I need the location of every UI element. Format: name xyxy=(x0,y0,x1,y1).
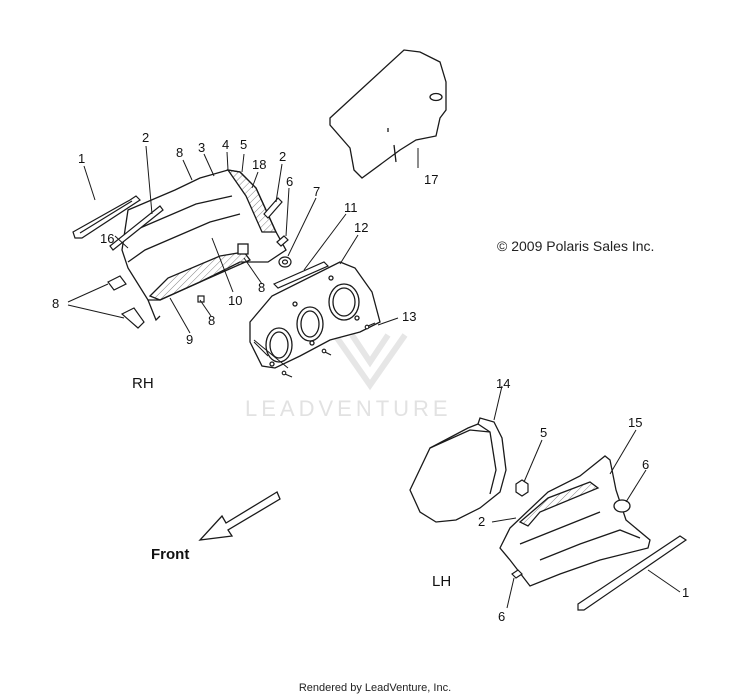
part-8-clips xyxy=(107,275,205,329)
callout: 14 xyxy=(496,376,510,391)
callout: 1 xyxy=(682,585,689,600)
callout: 13 xyxy=(402,309,416,324)
part-6-fastener-rh xyxy=(276,235,289,247)
callout: 6 xyxy=(498,609,505,624)
callout: 12 xyxy=(354,220,368,235)
callout: 8 xyxy=(52,296,59,311)
callout: 7 xyxy=(313,184,320,199)
callout: 6 xyxy=(286,174,293,189)
front-arrow xyxy=(198,491,281,541)
callout: 9 xyxy=(186,332,193,347)
part-5-nut-lh xyxy=(515,479,529,497)
callout: 15 xyxy=(628,415,642,430)
callout: 8 xyxy=(258,280,265,295)
footer-credit: Rendered by LeadVenture, Inc. xyxy=(298,682,452,694)
rh-dash-housing xyxy=(121,169,287,322)
callouts-rh: 1 2 8 3 4 5 18 2 6 7 11 12 16 10 8 8 9 1… xyxy=(52,130,416,347)
callout: 8 xyxy=(176,145,183,160)
front-label: Front xyxy=(151,546,190,563)
callout: 10 xyxy=(228,293,242,308)
callout: 1 xyxy=(78,151,85,166)
rh-label: RH xyxy=(132,375,154,392)
part-1-rh-trim-strip xyxy=(72,195,141,239)
callout: 2 xyxy=(478,514,485,529)
part-14-lh-cover xyxy=(409,417,507,523)
copyright-notice: © 2009 Polaris Sales Inc. xyxy=(497,238,655,254)
callout: 17 xyxy=(424,172,438,187)
callout: 6 xyxy=(642,457,649,472)
part-13-screws xyxy=(281,322,376,378)
part-2-rh-rods xyxy=(109,197,283,251)
part-6-fastener-lh xyxy=(511,569,523,579)
part-12-gauge-bezel xyxy=(249,261,381,369)
leader-lines xyxy=(67,145,681,609)
part-1-lh-trim-strip xyxy=(577,535,688,611)
callouts-top: 17 xyxy=(424,172,438,187)
callout: 2 xyxy=(142,130,149,145)
callout: 4 xyxy=(222,137,229,152)
part-17-cover-panel xyxy=(329,49,447,179)
callout: 16 xyxy=(100,231,114,246)
callouts-lh: 14 5 15 6 2 1 6 xyxy=(478,376,689,624)
lh-dash-housing xyxy=(499,455,651,587)
watermark-text: LEADVENTURE xyxy=(245,396,452,421)
lh-label: LH xyxy=(432,573,451,590)
callout: 8 xyxy=(208,313,215,328)
callout: 5 xyxy=(240,137,247,152)
watermark-logo xyxy=(332,333,408,391)
callout: 3 xyxy=(198,140,205,155)
part-7-grommet xyxy=(278,256,292,268)
callout: 5 xyxy=(540,425,547,440)
callout: 2 xyxy=(279,149,286,164)
callout: 11 xyxy=(344,200,358,215)
part-11-tube xyxy=(272,261,330,289)
callout: 18 xyxy=(252,157,266,172)
